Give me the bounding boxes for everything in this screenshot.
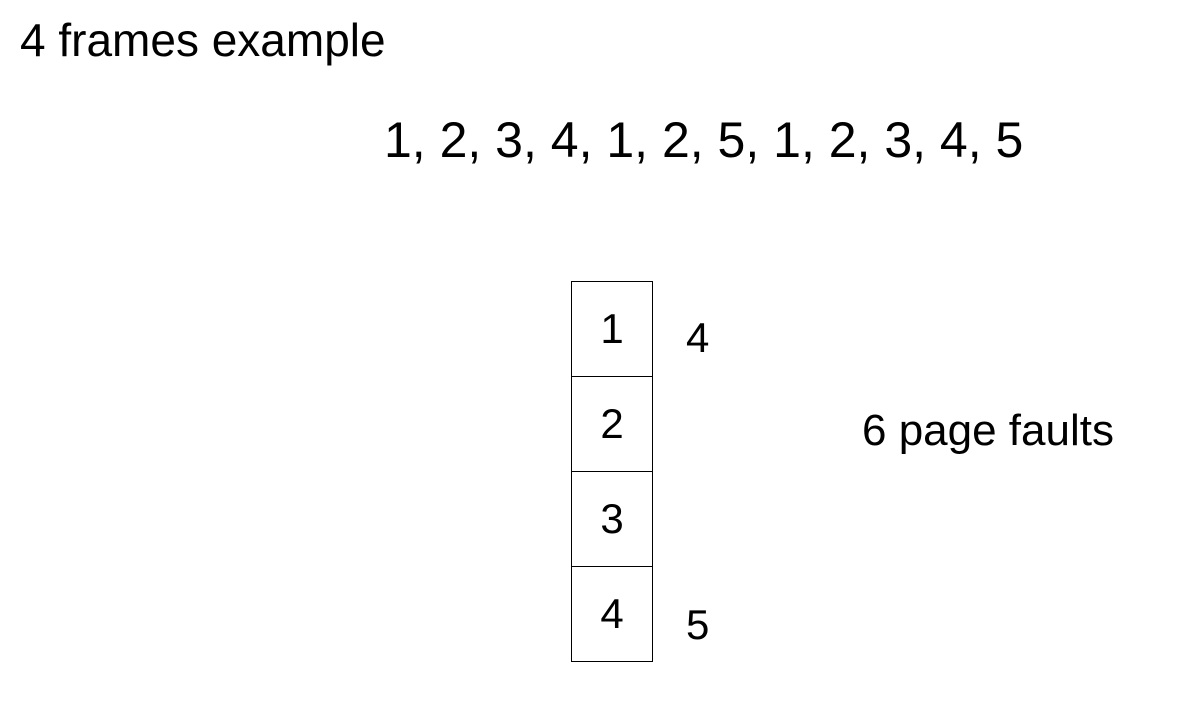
- frame-cell-2: 2: [572, 377, 652, 472]
- diagram-title: 4 frames example: [20, 14, 386, 66]
- frame-cell-1: 1: [572, 282, 652, 377]
- frame-cell-4: 4: [600, 590, 624, 637]
- frame-stack: 1 2 3 4: [571, 281, 653, 662]
- reference-string: 1, 2, 3, 4, 1, 2, 5, 1, 2, 3, 4, 5: [384, 112, 1024, 168]
- page-faults-label: 6 page faults: [862, 406, 1114, 455]
- frame-1-replacement-label: 4: [686, 314, 710, 361]
- frame-4-replacement-label: 5: [686, 601, 710, 648]
- frame-cell-3: 3: [572, 472, 652, 567]
